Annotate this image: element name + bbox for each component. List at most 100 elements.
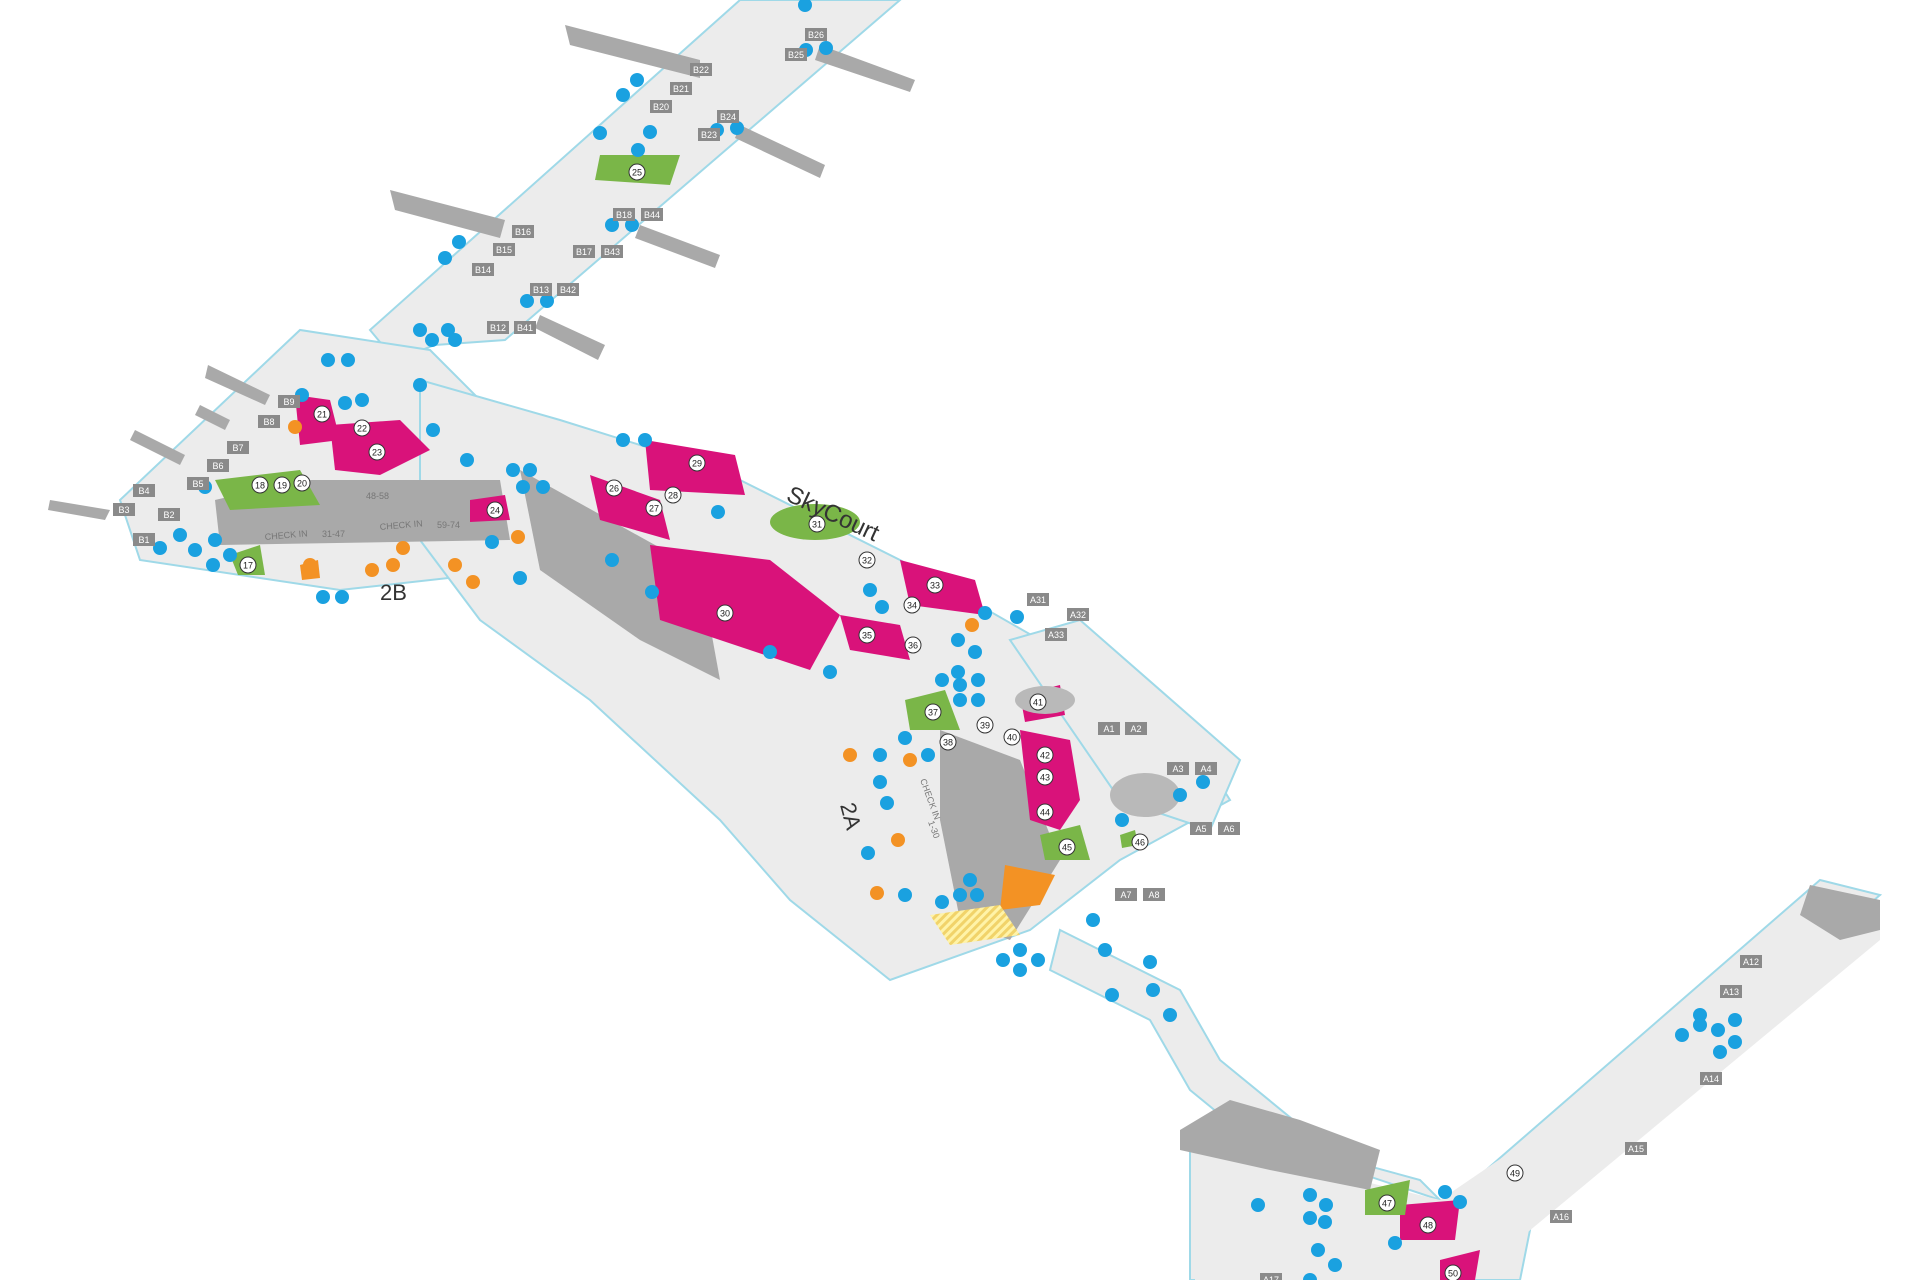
gate-b6[interactable]: B6 — [207, 459, 229, 472]
info-icon[interactable] — [206, 558, 220, 572]
gate-b43[interactable]: B43 — [601, 245, 623, 258]
info-icon[interactable] — [823, 665, 837, 679]
elevator-icon[interactable] — [485, 535, 499, 549]
info-icon[interactable] — [605, 553, 619, 567]
gate-a8[interactable]: A8 — [1143, 888, 1165, 901]
accessible-icon[interactable] — [1303, 1211, 1317, 1225]
outlet-22[interactable]: 22 — [353, 419, 371, 437]
restroom-icon[interactable] — [1013, 943, 1027, 957]
elevator-icon[interactable] — [426, 423, 440, 437]
info-icon[interactable] — [1143, 955, 1157, 969]
baby-change-icon[interactable] — [711, 505, 725, 519]
outlet-32[interactable]: 32 — [858, 551, 876, 569]
info-icon[interactable] — [1010, 610, 1024, 624]
gate-b26[interactable]: B26 — [805, 28, 827, 41]
outlet-39[interactable]: 39 — [976, 716, 994, 734]
baby-change-icon[interactable] — [898, 888, 912, 902]
info-icon[interactable] — [1328, 1258, 1342, 1272]
bag-icon[interactable] — [396, 541, 410, 555]
info-icon[interactable] — [1196, 775, 1210, 789]
bag-icon[interactable] — [965, 618, 979, 632]
restroom-icon[interactable] — [1319, 1198, 1333, 1212]
outlet-28[interactable]: 28 — [664, 486, 682, 504]
baby-change-icon[interactable] — [1693, 1018, 1707, 1032]
restroom-icon[interactable] — [523, 463, 537, 477]
info-icon[interactable] — [513, 571, 527, 585]
gate-b42[interactable]: B42 — [557, 283, 579, 296]
escalator-icon[interactable] — [536, 480, 550, 494]
info-icon[interactable] — [1105, 988, 1119, 1002]
elevator-icon[interactable] — [625, 218, 639, 232]
elevator-icon[interactable] — [1728, 1013, 1742, 1027]
gate-a17[interactable]: A17 — [1260, 1273, 1282, 1280]
gate-b17[interactable]: B17 — [573, 245, 595, 258]
currency-icon[interactable] — [288, 420, 302, 434]
info-icon[interactable] — [616, 433, 630, 447]
water-icon[interactable] — [971, 693, 985, 707]
elevator-icon[interactable] — [1098, 943, 1112, 957]
accessible-icon[interactable] — [208, 533, 222, 547]
gate-b8[interactable]: B8 — [258, 415, 280, 428]
restroom-icon[interactable] — [970, 888, 984, 902]
gate-a15[interactable]: A15 — [1625, 1142, 1647, 1155]
outlet-30[interactable]: 30 — [716, 604, 734, 622]
elevator-icon[interactable] — [1251, 1198, 1265, 1212]
info-icon[interactable] — [645, 585, 659, 599]
gate-a6[interactable]: A6 — [1218, 822, 1240, 835]
outlet-46[interactable]: 46 — [1131, 833, 1149, 851]
outlet-50[interactable]: 50 — [1444, 1264, 1462, 1280]
restroom-icon[interactable] — [1303, 1273, 1317, 1280]
outlet-48[interactable]: 48 — [1419, 1216, 1437, 1234]
gate-a14[interactable]: A14 — [1700, 1072, 1722, 1085]
gate-b13[interactable]: B13 — [530, 283, 552, 296]
gate-a13[interactable]: A13 — [1720, 985, 1742, 998]
gate-b2[interactable]: B2 — [158, 508, 180, 521]
gate-a32[interactable]: A32 — [1067, 608, 1089, 621]
restroom-icon[interactable] — [173, 528, 187, 542]
bag-icon[interactable] — [448, 558, 462, 572]
outlet-27[interactable]: 27 — [645, 499, 663, 517]
info-icon[interactable] — [605, 218, 619, 232]
gate-a5[interactable]: A5 — [1190, 822, 1212, 835]
water-icon[interactable] — [1013, 963, 1027, 977]
info-icon[interactable] — [520, 294, 534, 308]
gate-a3[interactable]: A3 — [1167, 762, 1189, 775]
gate-b44[interactable]: B44 — [641, 208, 663, 221]
currency-icon[interactable] — [951, 633, 965, 647]
gate-b25[interactable]: B25 — [785, 48, 807, 61]
restroom-icon[interactable] — [1303, 1188, 1317, 1202]
outlet-29[interactable]: 29 — [688, 454, 706, 472]
elevator-icon[interactable] — [1173, 788, 1187, 802]
gate-b21[interactable]: B21 — [670, 82, 692, 95]
info-icon[interactable] — [935, 895, 949, 909]
outlet-40[interactable]: 40 — [1003, 728, 1021, 746]
baby-change-icon[interactable] — [1311, 1243, 1325, 1257]
baby-change-icon[interactable] — [593, 126, 607, 140]
elevator-icon[interactable] — [1146, 983, 1160, 997]
gate-b15[interactable]: B15 — [493, 243, 515, 256]
restroom-icon[interactable] — [631, 143, 645, 157]
water-icon[interactable] — [1318, 1215, 1332, 1229]
elevator-icon[interactable] — [1163, 1008, 1177, 1022]
gate-a12[interactable]: A12 — [1740, 955, 1762, 968]
info-icon[interactable] — [1086, 913, 1100, 927]
accessible-icon[interactable] — [963, 873, 977, 887]
accessible-icon[interactable] — [971, 673, 985, 687]
elevator-icon[interactable] — [540, 294, 554, 308]
gate-a4[interactable]: A4 — [1195, 762, 1217, 775]
water-icon[interactable] — [953, 693, 967, 707]
outlet-43[interactable]: 43 — [1036, 768, 1054, 786]
gate-b23[interactable]: B23 — [698, 128, 720, 141]
accessible-icon[interactable] — [506, 463, 520, 477]
outlet-36[interactable]: 36 — [904, 636, 922, 654]
bag-icon[interactable] — [843, 748, 857, 762]
elevator-icon[interactable] — [935, 673, 949, 687]
gate-b1[interactable]: B1 — [133, 533, 155, 546]
baby-change-icon[interactable] — [880, 796, 894, 810]
outlet-49[interactable]: 49 — [1506, 1164, 1524, 1182]
gate-b16[interactable]: B16 — [512, 225, 534, 238]
water-icon[interactable] — [1713, 1045, 1727, 1059]
bag-icon[interactable] — [870, 886, 884, 900]
accessible-icon[interactable] — [1728, 1035, 1742, 1049]
info-icon[interactable] — [460, 453, 474, 467]
